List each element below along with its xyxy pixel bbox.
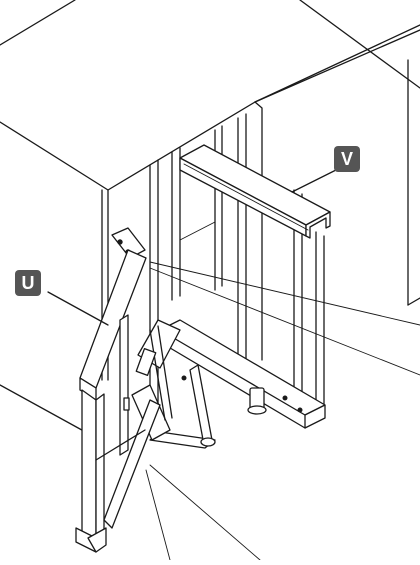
u-frame-foot-right bbox=[87, 527, 107, 553]
u-frame-left-leg bbox=[81, 389, 97, 546]
rail-top-face bbox=[179, 144, 331, 226]
u-frame-cross-rail bbox=[95, 429, 146, 461]
hinge-bracket bbox=[111, 227, 146, 259]
bracket-leg bbox=[189, 364, 213, 446]
callout-label-v: V bbox=[334, 146, 360, 172]
hinge-screw-1 bbox=[117, 239, 123, 245]
cabinet-front-top-edge bbox=[0, 29, 420, 191]
slide-track-2 bbox=[157, 325, 173, 419]
rail-end-profile bbox=[305, 211, 331, 239]
base-rail-right bbox=[159, 319, 326, 416]
interior-frame bbox=[149, 113, 325, 426]
bolt-2 bbox=[297, 407, 303, 413]
cabinet-top-edge-right bbox=[299, 0, 420, 89]
cabinet-back-vertical bbox=[254, 101, 263, 361]
leader-u bbox=[47, 291, 109, 326]
cabinet-right-top bbox=[254, 24, 420, 103]
cabinet-top-edge-left bbox=[0, 0, 76, 46]
bracket-leg-foot bbox=[200, 437, 216, 447]
slide-track-1 bbox=[149, 329, 166, 421]
bolt-1 bbox=[282, 395, 288, 401]
leader-lines bbox=[47, 169, 420, 561]
base-rail-end bbox=[304, 404, 326, 429]
cabinet-body bbox=[0, 0, 420, 441]
slide-block bbox=[135, 348, 157, 376]
u-frame-diagonal bbox=[103, 399, 161, 529]
u-frame-inner-post bbox=[119, 314, 129, 456]
u-frame-slot bbox=[123, 397, 130, 411]
detail-line-4 bbox=[149, 464, 261, 561]
callout-label-u: U bbox=[15, 270, 41, 296]
u-frame-top-bar bbox=[79, 249, 147, 389]
bracket-bolt bbox=[181, 375, 187, 381]
frame-crossbar-1 bbox=[179, 221, 216, 241]
leveling-foot-pad bbox=[247, 405, 267, 415]
detail-line-1 bbox=[149, 261, 420, 326]
folding-leg-frame-u bbox=[75, 249, 161, 553]
leader-v bbox=[291, 169, 337, 193]
u-frame-left-leg-side bbox=[95, 393, 105, 546]
base-frame bbox=[159, 319, 326, 429]
rail-flange-line bbox=[183, 163, 309, 231]
channel-rail-v bbox=[179, 144, 331, 239]
detail-line-3 bbox=[145, 469, 171, 561]
detail-line-2 bbox=[149, 267, 420, 376]
cabinet-right-bottom bbox=[407, 297, 420, 306]
